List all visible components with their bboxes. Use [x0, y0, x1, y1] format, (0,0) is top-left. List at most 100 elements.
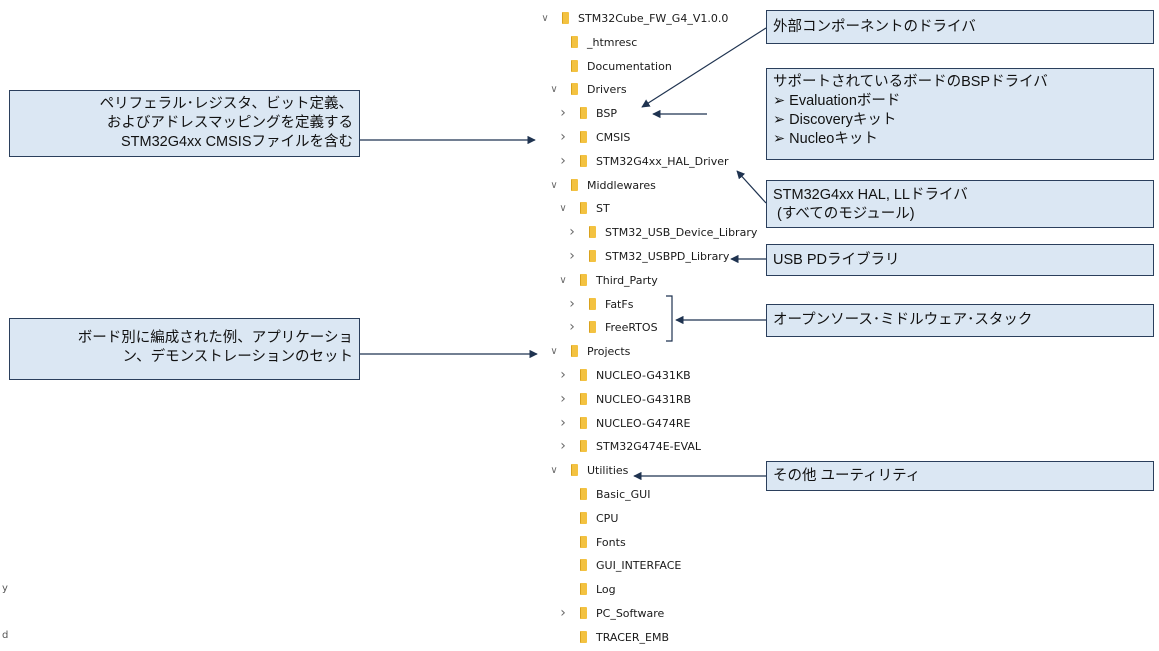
tree-item-label: STM32_USBPD_Library: [605, 249, 730, 263]
folder-icon: [580, 559, 587, 571]
folder-icon: [580, 131, 587, 143]
tree-item[interactable]: › BSP: [558, 103, 617, 123]
tree-item-label: Third_Party: [596, 273, 658, 287]
tree-item[interactable]: › NUCLEO-G474RE: [558, 413, 691, 433]
tree-item[interactable]: Log: [558, 579, 616, 599]
chevron-down-icon[interactable]: ∨: [541, 12, 549, 24]
tree-item-label: Drivers: [587, 82, 627, 96]
tree-item[interactable]: ∨ST: [558, 198, 609, 218]
tree-item[interactable]: ∨STM32Cube_FW_G4_V1.0.0: [540, 8, 728, 28]
chevron-down-icon[interactable]: ∨: [550, 345, 558, 357]
tree-item[interactable]: GUI_INTERFACE: [558, 555, 681, 575]
callout-utilities-text: その他 ユーティリティ: [773, 468, 921, 484]
tree-item[interactable]: CPU: [558, 508, 618, 528]
folder-icon: [580, 512, 587, 524]
folder-icon: [589, 298, 596, 310]
tree-item-label: CMSIS: [596, 130, 631, 144]
tree-item[interactable]: _htmresc: [549, 32, 637, 52]
tree-item-label: Utilities: [587, 463, 629, 477]
tree-item[interactable]: › NUCLEO-G431RB: [558, 389, 691, 409]
tree-item-label: Documentation: [587, 59, 672, 73]
tree-item[interactable]: › NUCLEO-G431KB: [558, 365, 691, 385]
callout-open-source: オープンソース･ミドルウェア･スタック: [766, 304, 1154, 337]
tree-item-label: Log: [596, 582, 616, 596]
chevron-right-icon[interactable]: ›: [560, 129, 566, 145]
tree-item-label: NUCLEO-G474RE: [596, 416, 691, 430]
chevron-down-icon[interactable]: ∨: [550, 464, 558, 476]
chevron-right-icon[interactable]: ›: [569, 248, 575, 264]
callout-bsp-item: ➢ Evaluationボード: [773, 93, 901, 109]
chevron-down-icon[interactable]: ∨: [550, 179, 558, 191]
folder-icon: [571, 36, 578, 48]
chevron-right-icon[interactable]: ›: [560, 105, 566, 121]
chevron-down-icon[interactable]: ∨: [550, 83, 558, 95]
chevron-right-icon[interactable]: ›: [560, 391, 566, 407]
chevron-right-icon[interactable]: ›: [560, 153, 566, 169]
tree-item-label: BSP: [596, 106, 617, 120]
callout-hal: STM32G4xx HAL, LLドライバ (すべてのモジュール): [766, 180, 1154, 228]
tree-item-label: NUCLEO-G431KB: [596, 368, 691, 382]
tree-item[interactable]: Fonts: [558, 532, 626, 552]
callout-bsp-item: ➢ Nucleoキット: [773, 131, 878, 147]
tree-item[interactable]: ∨ Third_Party: [558, 270, 658, 290]
tree-item[interactable]: › STM32_USBPD_Library: [567, 246, 729, 266]
tree-item-label: STM32G474E-EVAL: [596, 439, 702, 453]
callout-bsp-item: ➢ Discoveryキット: [773, 112, 897, 128]
chevron-down-icon[interactable]: ∨: [559, 274, 567, 286]
folder-icon: [580, 107, 587, 119]
callout-open-source-text: オープンソース･ミドルウェア･スタック: [773, 312, 1033, 328]
callout-hal-line2: (すべてのモジュール): [773, 206, 915, 222]
chevron-right-icon[interactable]: ›: [560, 415, 566, 431]
tree-item-label: STM32G4xx_HAL_Driver: [596, 154, 729, 168]
chevron-right-icon[interactable]: ›: [560, 367, 566, 383]
callout-bsp-title: サポートされているボードのBSPドライバ: [773, 74, 1048, 90]
folder-icon: [571, 179, 578, 191]
folder-icon: [571, 60, 578, 72]
folder-icon: [580, 274, 587, 286]
tree-item-label: STM32_USB_Device_Library: [605, 225, 758, 239]
callout-cmsis: ペリフェラル･レジスタ、ビット定義、 およびアドレスマッピングを定義する STM…: [9, 90, 360, 157]
chevron-right-icon[interactable]: ›: [560, 605, 566, 621]
callout-hal-line1: STM32G4xx HAL, LLドライバ: [773, 187, 968, 203]
chevron-right-icon[interactable]: ›: [560, 438, 566, 454]
bracket-third-party: [666, 295, 673, 342]
tree-item[interactable]: ∨ Drivers: [549, 79, 627, 99]
tree-item[interactable]: › STM32G474E-EVAL: [558, 436, 701, 456]
tree-item-label: Projects: [587, 344, 631, 358]
callout-cmsis-line1: ペリフェラル･レジスタ、ビット定義、: [99, 96, 353, 112]
folder-icon: [562, 12, 569, 24]
folder-icon: [571, 83, 578, 95]
folder-icon: [580, 440, 587, 452]
chevron-right-icon[interactable]: ›: [569, 224, 575, 240]
tree-item-label: FreeRTOS: [605, 320, 658, 334]
tree-item[interactable]: ›FatFs: [567, 294, 633, 314]
callout-utilities: その他 ユーティリティ: [766, 461, 1154, 491]
chevron-right-icon[interactable]: ›: [569, 319, 575, 335]
tree-item[interactable]: ›PC_Software: [558, 603, 664, 623]
tree-item[interactable]: ∨ Utilities: [549, 460, 628, 480]
folder-icon: [589, 250, 596, 262]
tree-item-label: _htmresc: [587, 35, 638, 49]
folder-icon: [571, 345, 578, 357]
tree-item[interactable]: ∨Middlewares: [549, 175, 656, 195]
folder-icon: [580, 202, 587, 214]
callout-projects-line1: ボード別に編成された例、アプリケーショ: [77, 330, 353, 346]
chevron-down-icon[interactable]: ∨: [559, 202, 567, 214]
tree-item[interactable]: › CMSIS: [558, 127, 630, 147]
tree-item-label: CPU: [596, 511, 619, 525]
tree-item[interactable]: › FreeRTOS: [567, 317, 658, 337]
folder-icon: [580, 536, 587, 548]
tree-item-label: TRACER_EMB: [596, 630, 670, 644]
edge-fragment: y: [2, 583, 8, 594]
tree-item[interactable]: › STM32G4xx_HAL_Driver: [558, 151, 729, 171]
tree-item[interactable]: Basic_GUI: [558, 484, 650, 504]
tree-item[interactable]: TRACER_EMB: [558, 627, 669, 647]
edge-fragment: d: [2, 630, 9, 641]
tree-item[interactable]: ∨ Projects: [549, 341, 630, 361]
tree-item-label: NUCLEO-G431RB: [596, 392, 692, 406]
tree-item[interactable]: › STM32_USB_Device_Library: [567, 222, 757, 242]
chevron-right-icon[interactable]: ›: [569, 296, 575, 312]
tree-item[interactable]: Documentation: [549, 56, 672, 76]
callout-bsp: サポートされているボードのBSPドライバ ➢ Evaluationボード ➢ D…: [766, 68, 1154, 160]
tree-item-label: Basic_GUI: [596, 487, 651, 501]
